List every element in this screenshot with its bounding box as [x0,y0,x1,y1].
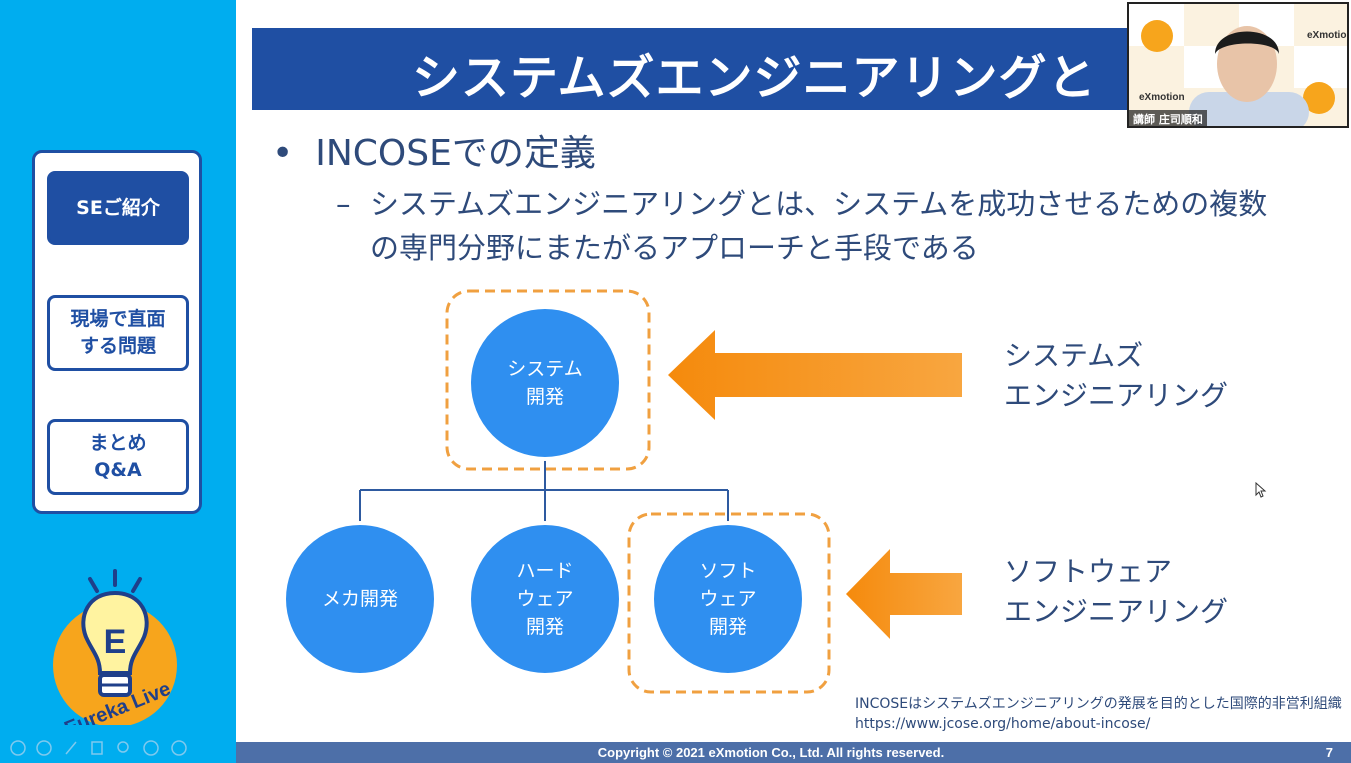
nav-item-summary-qa[interactable]: まとめ Q&A [47,419,189,495]
copy-icon[interactable] [91,741,103,755]
label-systems-engineering: システムズ エンジニアリング [1004,336,1228,416]
bullet-marker: • [272,133,294,174]
footnote-text: INCOSEはシステムズエンジニアリングの発展を目的とした国際的非営利組織 [855,696,1342,712]
section-nav-panel: SEご紹介 現場で直面 する問題 まとめ Q&A [32,150,202,514]
svg-text:eXmotion: eXmotion [1139,92,1185,103]
svg-text:ソフト: ソフト [699,560,756,582]
slide-title-bar: システムズエンジニアリングと [252,28,1152,110]
tree-connectors [359,460,729,525]
node-hardware-dev: ハード ウェア 開発 [467,521,623,677]
record-icon[interactable] [143,740,159,756]
svg-text:ウェア: ウェア [516,588,573,610]
nav-item-field-problems[interactable]: 現場で直面 する問題 [47,295,189,371]
label-line: システムズ [1004,339,1144,372]
arrow-left-icon[interactable] [10,740,26,756]
node-system-dev: システム 開発 [467,305,623,461]
nav-item-label: SEご紹介 [76,196,160,219]
nav-item-label: まとめ [89,432,147,454]
footnote-link[interactable]: https://www.jcose.org/home/about-incose/ [855,716,1151,732]
mouse-cursor-icon [1255,482,1267,498]
svg-text:開発: 開発 [526,386,564,408]
bullet-marker: – [336,187,351,221]
svg-text:開発: 開発 [526,616,564,638]
bullet-level1: • INCOSEでの定義 [272,124,596,176]
copyright-text: Copyright © 2021 eXmotion Co., Ltd. All … [597,745,945,760]
slide-footer: Copyright © 2021 eXmotion Co., Ltd. All … [236,742,1351,763]
sidebar: SEご紹介 現場で直面 する問題 まとめ Q&A E Eureka Live [0,0,236,763]
play-icon[interactable] [36,740,52,756]
arrow-left-icon [668,330,962,420]
label-line: ソフトウェア [1004,555,1173,588]
bullet-text: INCOSEでの定義 [315,133,596,174]
presenter-name-label: 講師 庄司順和 [1129,110,1207,126]
nav-item-label: Q&A [94,459,142,481]
bullet-level2: – システムズエンジニアリングとは、システムを成功させるための複数の専門分野にま… [336,182,1296,270]
nav-item-label: する問題 [79,335,156,357]
nav-item-se-intro[interactable]: SEご紹介 [47,171,189,245]
svg-text:E: E [104,623,127,661]
nav-item-label: 現場で直面 [70,308,166,330]
more-icon[interactable] [171,740,187,756]
zoom-icon[interactable] [117,741,129,753]
svg-text:メカ開発: メカ開発 [322,588,398,610]
pen-icon[interactable] [65,741,77,755]
page-number: 7 [1325,745,1333,760]
node-software-dev: ソフト ウェア 開発 [650,521,806,677]
footnote: INCOSEはシステムズエンジニアリングの発展を目的とした国際的非営利組織 ht… [855,694,1342,734]
svg-text:開発: 開発 [709,616,747,638]
slide-title: システムズエンジニアリングと [412,50,1097,106]
svg-text:ハード: ハード [516,560,573,582]
svg-text:eXmotion: eXmotion [1307,30,1349,41]
label-software-engineering: ソフトウェア エンジニアリング [1004,552,1228,632]
se-hierarchy-diagram: システム 開発 メカ開発 ハード ウェア 開発 ソフト ウェア 開発 [282,289,962,694]
player-controls [6,738,226,758]
webcam-overlay: eXmotion eXmotion 講師 庄司順和 [1127,2,1349,128]
lightbulb-logo-icon: E Eureka Live [53,569,177,725]
label-line: エンジニアリング [1004,379,1229,412]
bullet-text: システムズエンジニアリングとは、システムを成功させるための複数の専門分野にまたが… [370,187,1268,265]
node-mecha-dev: メカ開発 [282,521,438,677]
dashed-highlight-box [445,289,651,471]
label-line: エンジニアリング [1004,595,1229,628]
dashed-highlight-box [627,512,831,694]
svg-text:システム: システム [507,358,582,380]
arrow-left-icon [846,549,962,639]
svg-text:ウェア: ウェア [699,588,756,610]
